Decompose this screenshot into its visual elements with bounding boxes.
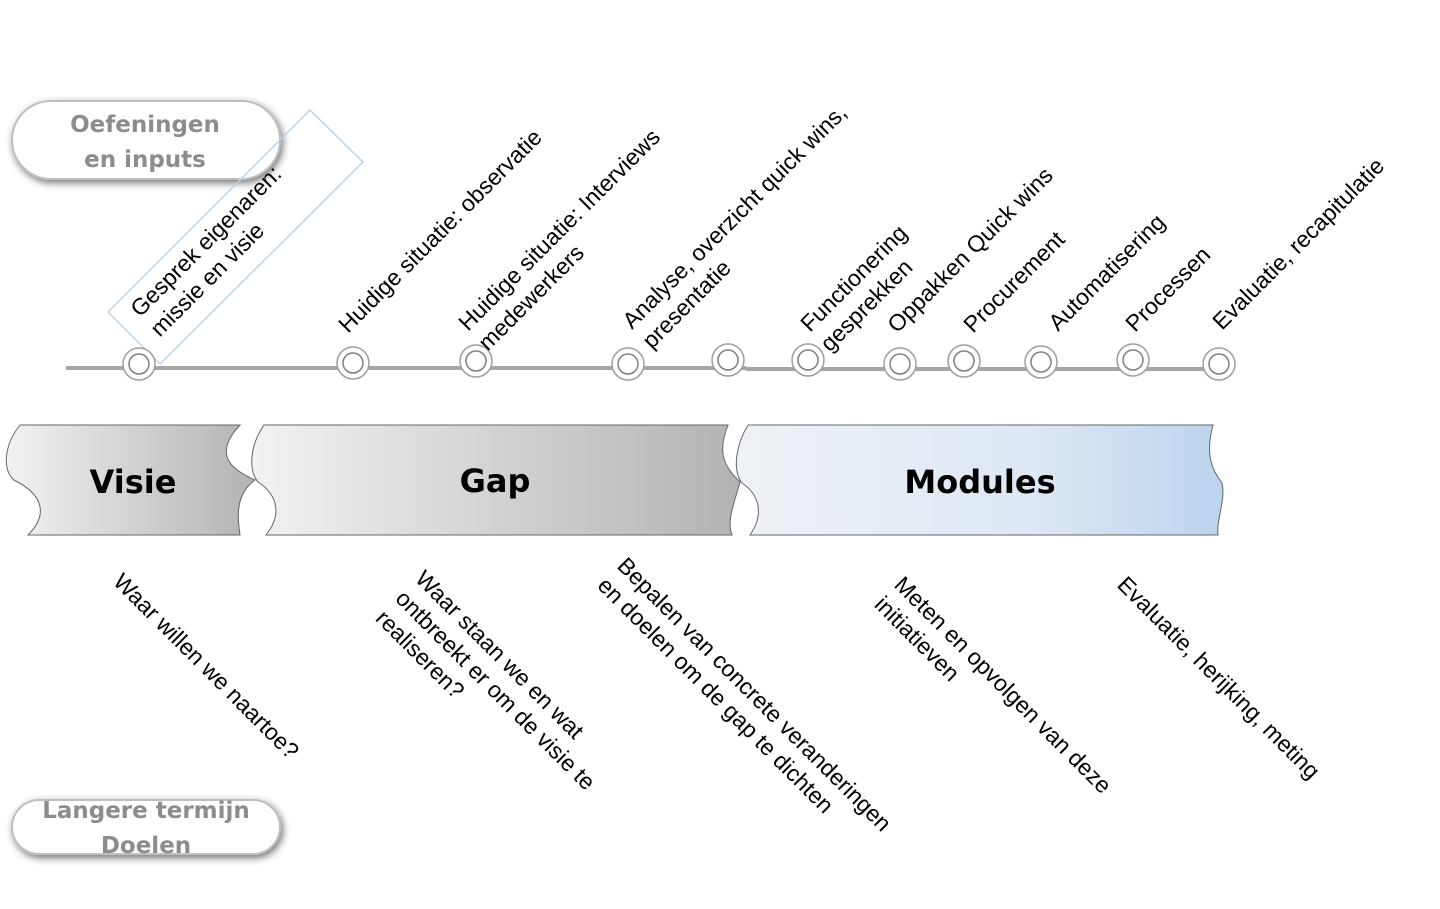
- phase-modules: Modules: [735, 424, 1224, 536]
- top-pill-line-1: Oefeningen: [70, 112, 220, 138]
- bottom-pill: Langere termijn Doelen: [11, 798, 281, 859]
- bottom-pill-line-2: Doelen: [101, 833, 191, 859]
- top-pill-line-2: en inputs: [84, 147, 206, 173]
- phase-gap: Gap: [251, 424, 741, 536]
- milestone-marker: [611, 347, 645, 381]
- milestone-marker: [1024, 345, 1058, 379]
- goal-text-4-line-1: Meten en opvolgen van deze: [889, 571, 1116, 798]
- milestone-marker: [1116, 343, 1150, 377]
- milestone-labels: Gesprek eigenaren: missie en visie Huidi…: [125, 99, 1389, 356]
- milestone-marker: [336, 346, 370, 380]
- phase-label-modules: Modules: [904, 463, 1055, 501]
- goal-text-4: Meten en opvolgen van deze initiatieven: [870, 571, 1122, 823]
- milestone-label-1: Gesprek eigenaren: missie en visie: [125, 156, 311, 342]
- goal-text-5: Evaluatie, herijking, meting: [1112, 571, 1325, 784]
- phase-bands: Visie Gap Modules: [5, 424, 1224, 536]
- goal-text-2-line-2: ontbreekt er om de visie te: [391, 585, 601, 795]
- goal-text-5-line-1: Evaluatie, herijking, meting: [1112, 571, 1325, 784]
- milestone-marker: [947, 344, 981, 378]
- milestone-marker: [883, 347, 917, 381]
- milestone-callout-box: [106, 108, 365, 366]
- bottom-pill-line-1: Langere termijn: [42, 798, 250, 824]
- goal-text-3: Bepalen van concrete veranderingen en do…: [593, 552, 902, 861]
- milestone-label-10-line-1: Evaluatie, recapitulatie: [1207, 153, 1389, 335]
- goal-text-3-line-1: Bepalen van concrete veranderingen: [612, 552, 896, 836]
- phase-label-gap: Gap: [460, 462, 531, 500]
- milestone-marker: [122, 347, 156, 381]
- phase-visie: Visie: [5, 424, 257, 536]
- goal-text-1-line-1: Waar willen we naartoe?: [108, 568, 304, 764]
- goal-text-2: Waar staan we en wat ontbreekt er om de …: [371, 565, 625, 819]
- goal-descriptions: Waar willen we naartoe? Waar staan we en…: [108, 552, 1325, 861]
- milestone-label-10: Evaluatie, recapitulatie: [1207, 153, 1389, 335]
- goal-text-1: Waar willen we naartoe?: [108, 568, 304, 764]
- milestone-marker: [459, 344, 493, 378]
- phase-label-visie: Visie: [90, 463, 177, 501]
- milestone-marker: [1202, 347, 1236, 381]
- milestone-marker: [791, 343, 825, 377]
- milestone-markers: [122, 343, 1236, 381]
- goal-text-3-line-2: en doelen om de gap te dichten: [593, 572, 839, 818]
- top-pill: Oefeningen en inputs: [11, 100, 281, 180]
- milestone-marker: [711, 343, 745, 377]
